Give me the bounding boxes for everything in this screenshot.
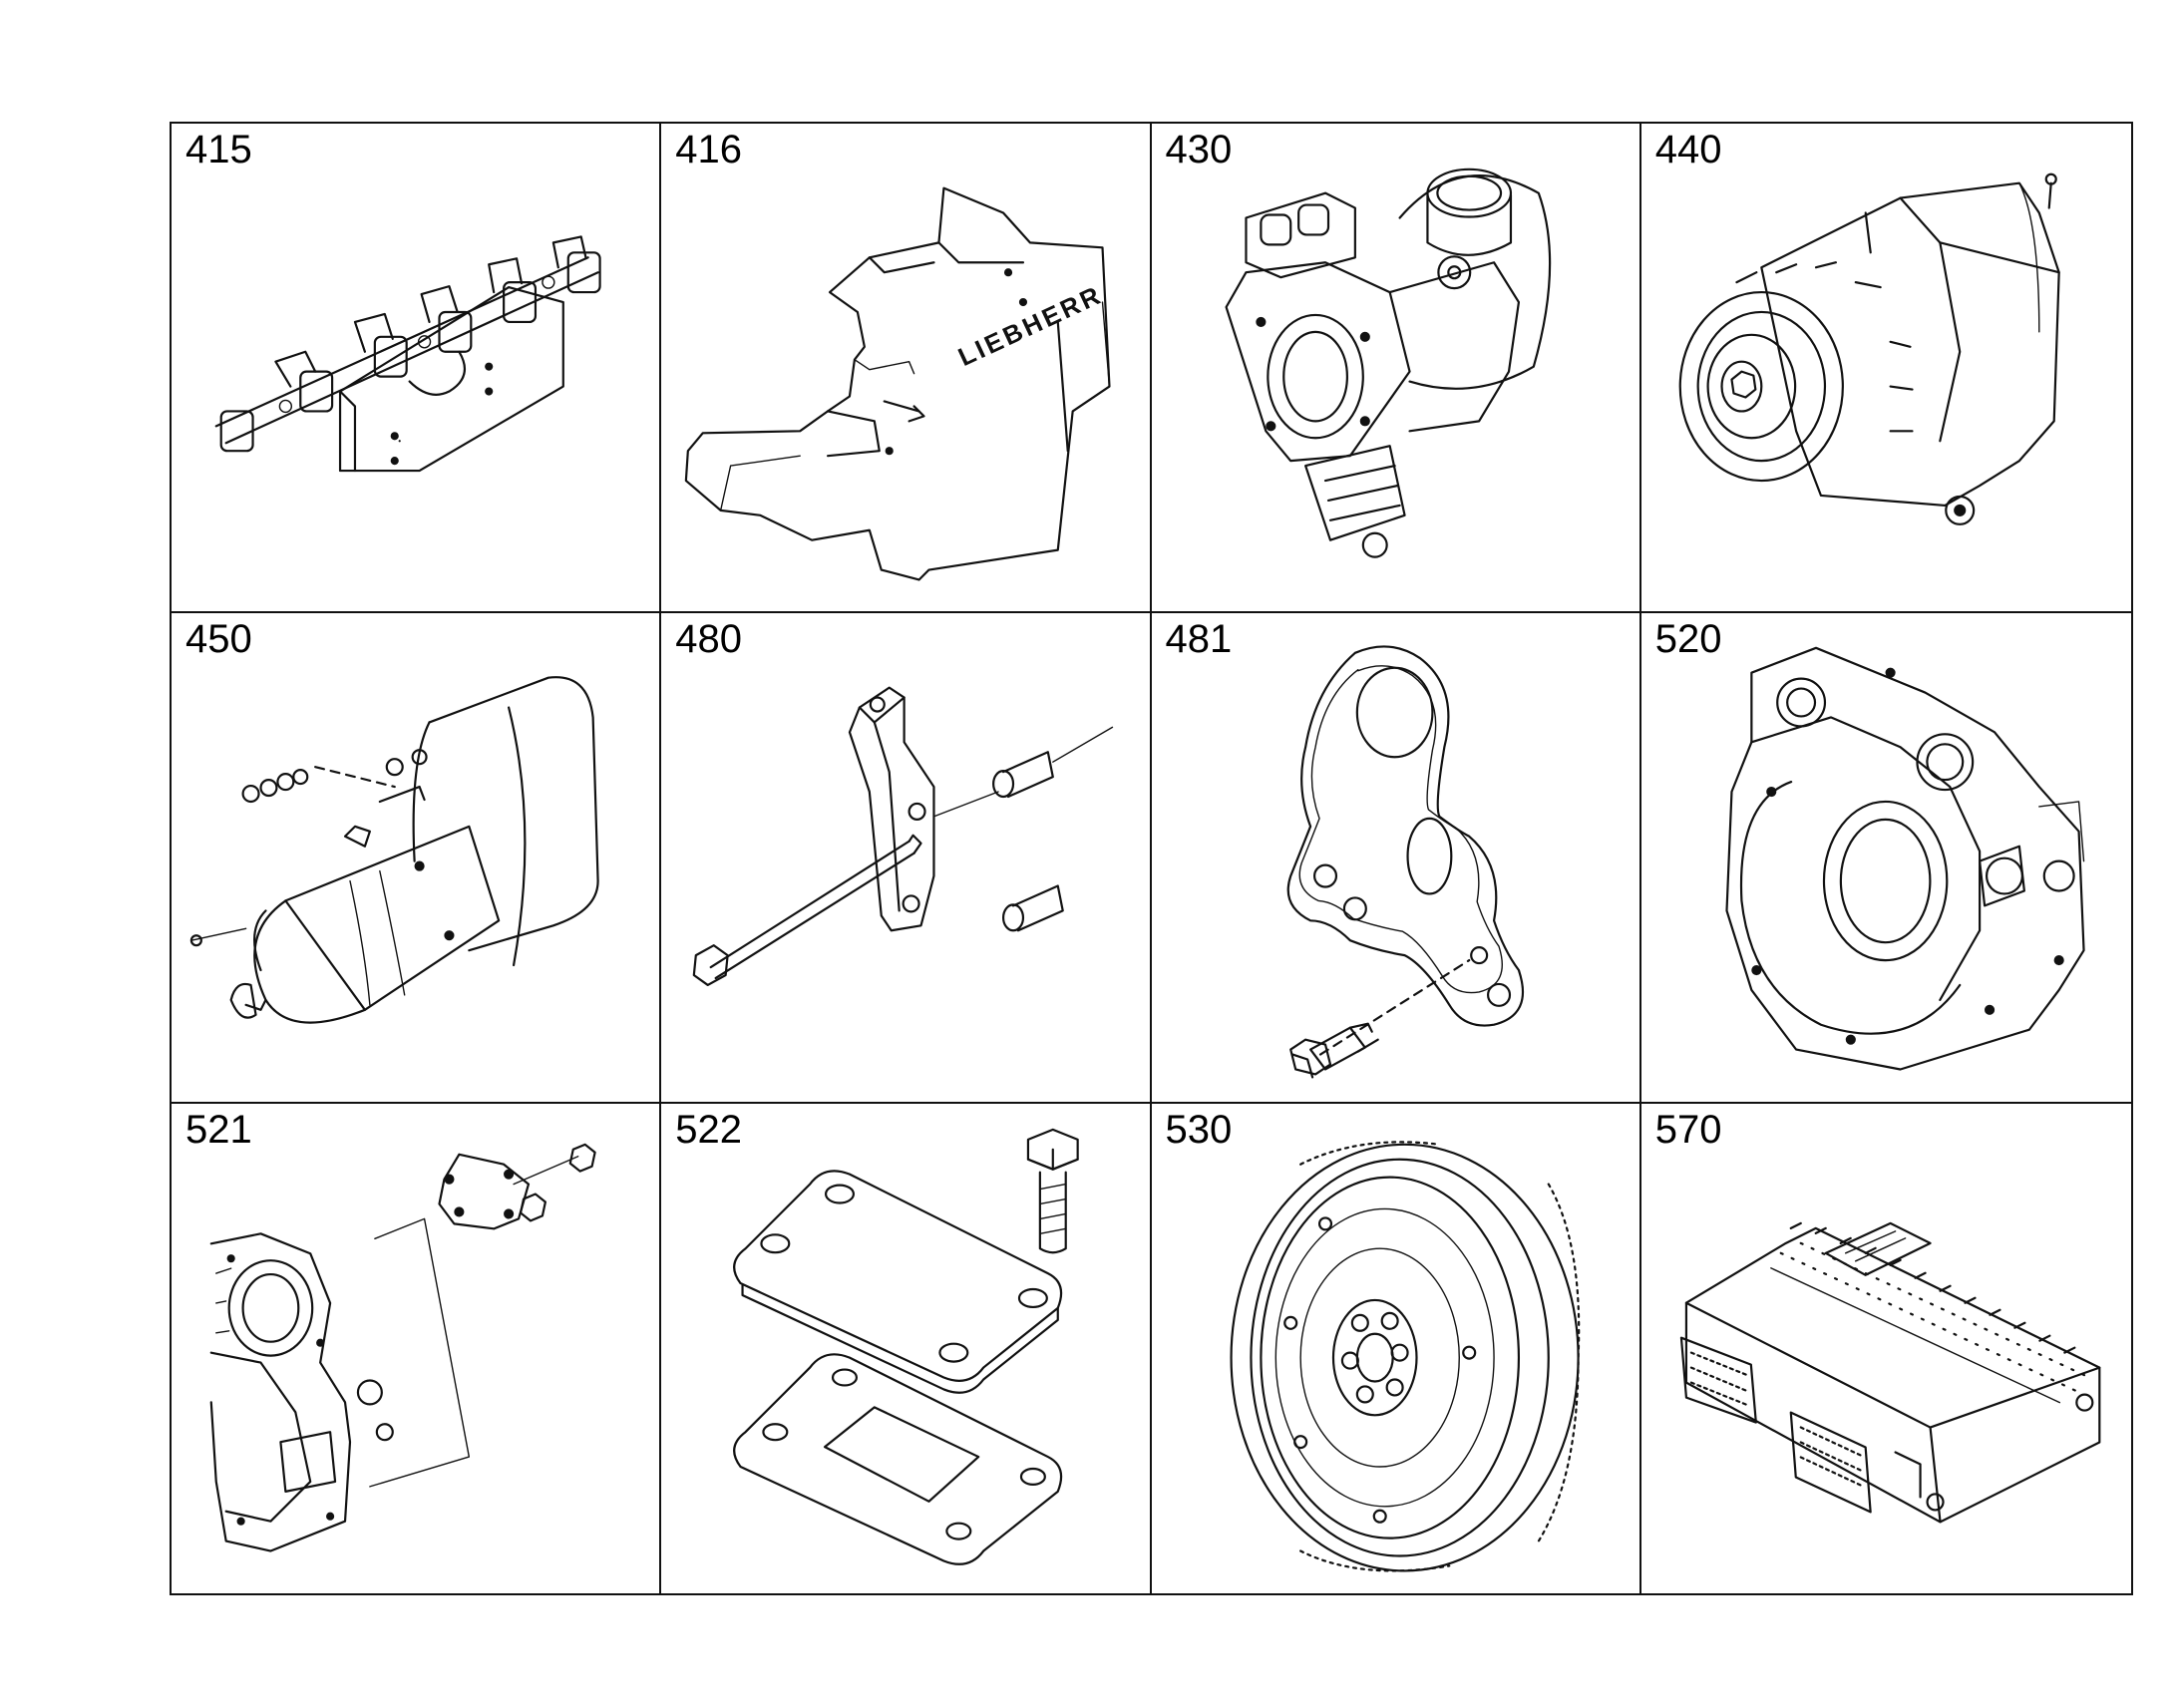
part-number: 522 [675,1107,742,1152]
part-cell-416[interactable]: LIEBHERR 416 [661,124,1152,614]
alternator-icon [1678,172,2060,525]
part-number: 440 [1654,128,1722,171]
part-number: 520 [1654,617,1722,662]
part-number: 416 [675,128,742,171]
part-cell-530[interactable]: 530 [1152,1103,1641,1593]
parts-catalog-grid: 415 LIEBHERR 416 [170,122,2133,1595]
part-number: 481 [1165,617,1233,662]
part-number: 415 [185,128,252,171]
brand-label: LIEBHERR [954,281,1107,372]
cover-plate-icon [209,1143,596,1552]
part-number: 521 [185,1107,252,1152]
part-cell-480[interactable]: 480 [661,613,1152,1104]
mounting-plate-icon [1286,645,1524,1079]
exhaust-manifold-icon [214,235,601,473]
control-unit-icon [1679,1221,2101,1524]
part-number: 450 [185,617,252,662]
part-cell-430[interactable]: 430 [1151,124,1641,614]
part-cell-450[interactable]: 450 [172,613,662,1104]
flange-gasket-icon [733,1128,1079,1565]
part-number: 480 [675,617,742,662]
engine-cover-icon: LIEBHERR [685,186,1111,581]
part-number: 430 [1165,128,1233,171]
part-cell-481[interactable]: 481 [1151,613,1641,1104]
starter-motor-icon [189,676,599,1024]
flywheel-housing-icon [1725,647,2085,1071]
part-cell-521[interactable]: 521 [172,1103,662,1593]
part-cell-570[interactable]: 570 [1641,1104,2131,1593]
turbocharger-icon [1224,168,1551,558]
part-cell-522[interactable]: 522 [661,1103,1152,1593]
part-cell-415[interactable]: 415 [172,124,662,614]
part-number: 530 [1165,1107,1233,1152]
flywheel-icon [1229,1140,1580,1572]
part-number: 570 [1654,1107,1722,1152]
bracket-bolt-icon [692,686,1114,987]
part-cell-520[interactable]: 520 [1640,613,2131,1104]
part-cell-440[interactable]: 440 [1640,124,2131,614]
